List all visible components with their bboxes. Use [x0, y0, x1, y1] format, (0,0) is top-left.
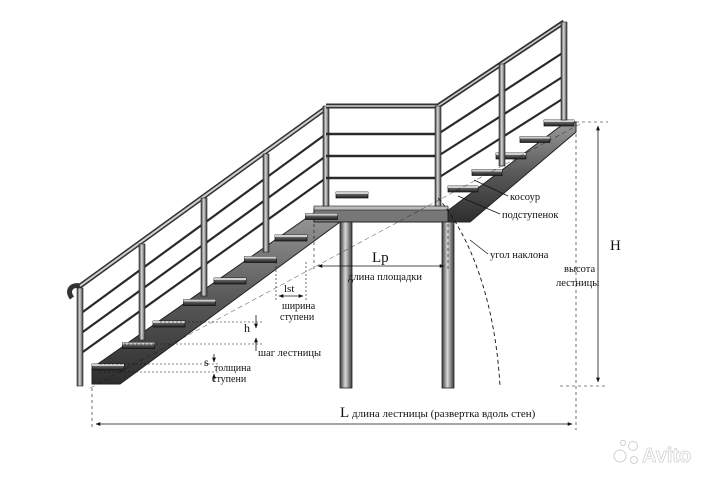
leader-kosour	[473, 179, 509, 197]
lower-tread-top-0	[92, 364, 124, 366]
lower-post-1	[138, 243, 146, 341]
lower-tread-top-6	[275, 235, 307, 237]
label-tread-width-1: ширина	[282, 301, 316, 312]
leader-podstupenok	[457, 195, 501, 215]
label-h: h	[244, 321, 250, 335]
lower-tread-top-5	[244, 256, 277, 259]
label-thickness-2: ступени	[212, 374, 247, 385]
landing-support-left	[339, 221, 353, 389]
landing-support-right	[441, 221, 455, 389]
lower-tread-top-8	[336, 192, 368, 194]
label-height-1: высота	[564, 264, 596, 275]
lower-tread-top-4	[214, 278, 246, 280]
landing-length-dimension	[313, 224, 449, 272]
upper-post-2	[560, 21, 568, 121]
angle-reference-line	[89, 123, 581, 389]
upper-post-1	[498, 63, 506, 167]
tread-thickness-dimension	[100, 354, 220, 382]
tread-width-dimension	[275, 262, 307, 300]
lower-treads	[91, 191, 369, 371]
upper-tread-top-3	[520, 136, 550, 139]
height-dimension	[560, 121, 608, 387]
label-Lp: Lp	[372, 250, 389, 266]
landing-top-edge	[313, 205, 449, 211]
railing-landing	[326, 103, 438, 180]
angle-arc	[437, 197, 501, 387]
avito-watermark-text: Avito	[642, 445, 691, 467]
label-length-desc: длина лестницы (развертка вдоль стен)	[352, 408, 536, 420]
label-lst: lst	[284, 283, 294, 295]
avito-logo-icon	[613, 439, 638, 464]
lower-post-0	[76, 287, 84, 387]
label-L: L	[340, 405, 349, 421]
lower-tread-top-7	[305, 213, 338, 216]
lower-tread-top-1	[122, 342, 155, 345]
lower-post-3	[262, 153, 270, 253]
label-landing-length: длина площадки	[348, 272, 422, 283]
avito-watermark: Avito	[613, 439, 692, 467]
upper-tread-top-0	[448, 186, 478, 188]
upper-treads	[447, 119, 575, 193]
upper-tread-top-2	[496, 153, 526, 155]
upper-tread-top-4	[544, 120, 574, 122]
label-height-2: лестницы	[556, 278, 599, 289]
label-s: s	[204, 355, 209, 369]
upper-tread-top-1	[472, 169, 502, 172]
label-kosour: косоур	[510, 192, 540, 203]
leader-ugol	[469, 239, 489, 255]
label-podstupenok: подступенок	[502, 210, 559, 221]
label-angle: угол наклона	[490, 250, 549, 261]
lower-tread-top-3	[183, 299, 216, 302]
label-tread-width-2: ступени	[280, 312, 315, 323]
length-dimension	[91, 134, 577, 430]
label-H: H	[610, 238, 621, 254]
upper-post-0	[434, 105, 442, 207]
label-step-pitch: шаг лестницы	[258, 348, 321, 359]
lower-post-2	[200, 197, 208, 297]
label-thickness-1: толщина	[214, 363, 252, 374]
step-pitch-dimension	[124, 315, 262, 351]
